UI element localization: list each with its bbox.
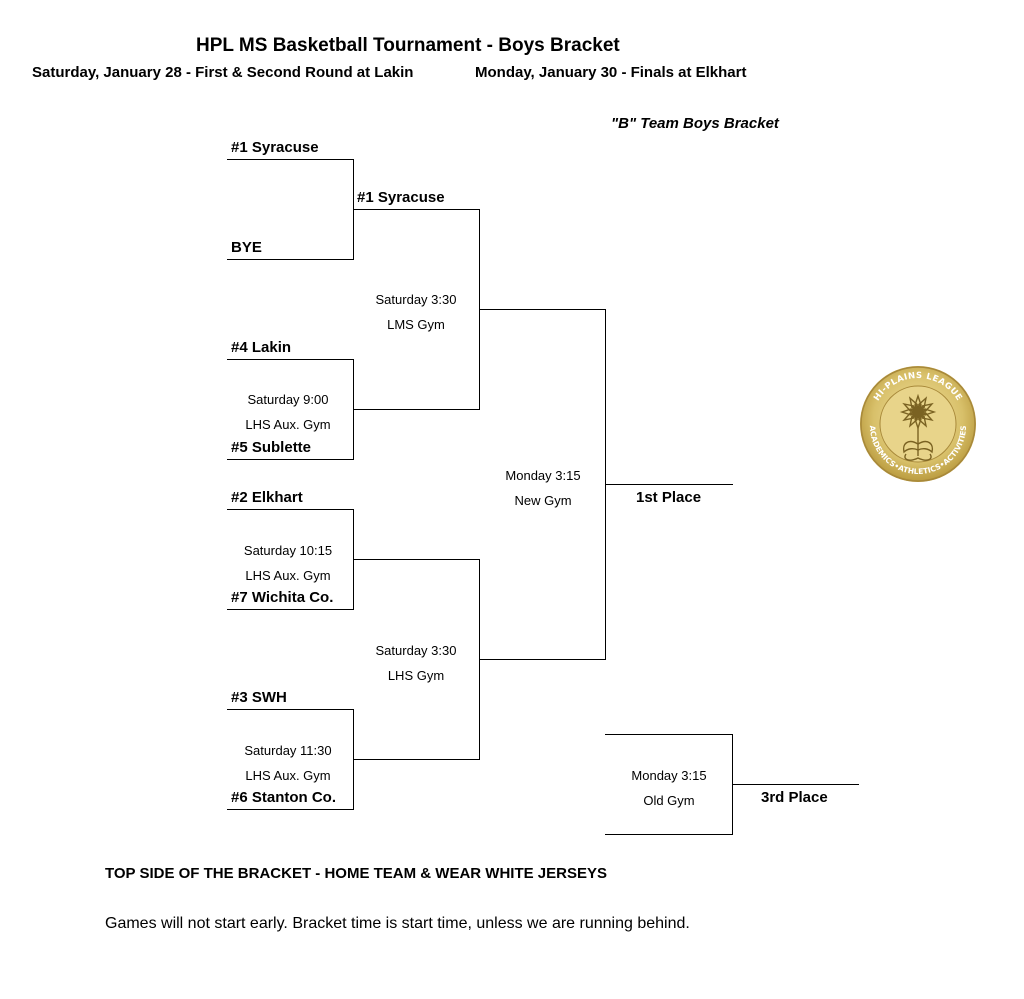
team-slot-elkhart: #2 Elkhart: [231, 489, 303, 506]
team-slot-bye: BYE: [231, 239, 262, 256]
bracket-line: [227, 609, 354, 610]
home-team-note: TOP SIDE OF THE BRACKET - HOME TEAM & WE…: [105, 865, 607, 882]
bracket-line: [479, 309, 606, 310]
bracket-line: [353, 209, 480, 210]
page-title: HPL MS Basketball Tournament - Boys Brac…: [196, 35, 620, 56]
third-place-label: 3rd Place: [761, 789, 828, 806]
bracket-line: [479, 659, 606, 660]
bracket-line: [353, 559, 480, 560]
team-slot-wichita-co: #7 Wichita Co.: [231, 589, 334, 606]
team-slot-syracuse: #1 Syracuse: [231, 139, 319, 156]
game-info-semifinal-1: Saturday 3:30 LMS Gym: [346, 287, 486, 337]
game-info-elkhart-wichita: Saturday 10:15 LHS Aux. Gym: [218, 538, 358, 588]
bracket-line: [227, 259, 354, 260]
start-time-note: Games will not start early. Bracket time…: [105, 915, 690, 932]
game-venue: LHS Aux. Gym: [245, 568, 331, 583]
game-time: Saturday 10:15: [243, 543, 333, 558]
game-venue: Old Gym: [643, 793, 695, 808]
finals-info: Monday, January 30 - Finals at Elkhart: [475, 64, 747, 81]
hi-plains-league-logo: HI-PLAINS LEAGUE ACADEMICS•ATHLETICS•ACT…: [860, 366, 976, 482]
bracket-line: [605, 834, 733, 835]
game-time: Monday 3:15: [505, 468, 581, 483]
game-venue: New Gym: [514, 493, 572, 508]
game-info-semifinal-2: Saturday 3:30 LHS Gym: [346, 638, 486, 688]
bracket-line: [353, 409, 480, 410]
first-place-label: 1st Place: [636, 489, 702, 506]
game-info-swh-stanton: Saturday 11:30 LHS Aux. Gym: [218, 738, 358, 788]
game-info-lakin-sublette: Saturday 9:00 LHS Aux. Gym: [218, 387, 358, 437]
bracket-line: [227, 809, 354, 810]
team-slot-sublette: #5 Sublette: [231, 439, 312, 456]
bracket-line: [227, 709, 354, 710]
team-slot-stanton-co: #6 Stanton Co.: [231, 789, 337, 806]
bracket-line: [227, 159, 354, 160]
game-venue: LMS Gym: [387, 317, 445, 332]
game-info-third-place: Monday 3:15 Old Gym: [599, 763, 739, 813]
team-slot-round2-syracuse: #1 Syracuse: [357, 189, 445, 206]
bracket-line: [605, 484, 733, 485]
game-venue: LHS Aux. Gym: [245, 768, 331, 783]
team-slot-swh: #3 SWH: [231, 689, 287, 706]
bracket-line: [227, 359, 354, 360]
bracket-line: [227, 459, 354, 460]
bracket-line: [353, 759, 480, 760]
game-venue: LHS Gym: [387, 668, 445, 683]
bracket-label: "B" Team Boys Bracket: [611, 115, 779, 132]
game-time: Saturday 3:30: [375, 643, 457, 658]
bracket-line: [227, 509, 354, 510]
game-time: Saturday 11:30: [244, 743, 332, 758]
bracket-line: [605, 734, 733, 735]
game-time: Saturday 9:00: [247, 392, 329, 407]
bracket-line: [732, 784, 859, 785]
team-slot-lakin: #4 Lakin: [231, 339, 292, 356]
game-time: Monday 3:15: [631, 768, 707, 783]
first-round-info: Saturday, January 28 - First & Second Ro…: [32, 64, 414, 81]
game-venue: LHS Aux. Gym: [245, 417, 331, 432]
game-time: Saturday 3:30: [375, 292, 457, 307]
game-info-final: Monday 3:15 New Gym: [473, 463, 613, 513]
sunflower-icon: [899, 393, 937, 461]
